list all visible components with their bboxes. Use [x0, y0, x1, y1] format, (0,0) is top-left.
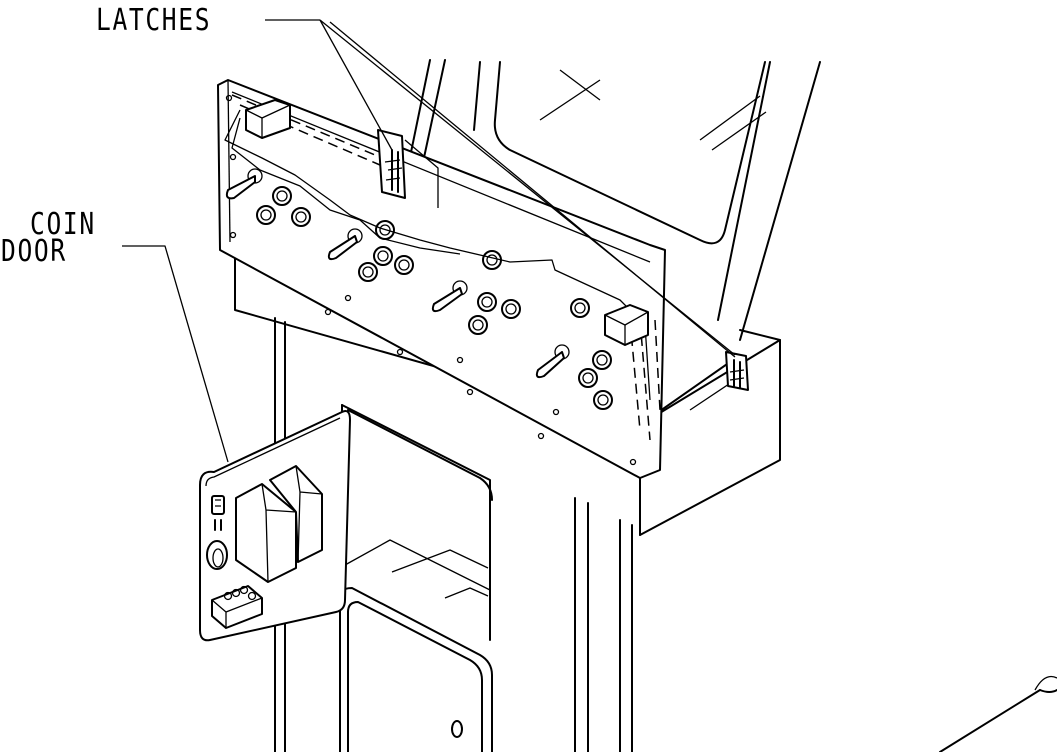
joystick-3 — [431, 280, 468, 313]
screw-holes — [225, 94, 637, 466]
coin-door-label-line2: DOOR — [1, 234, 67, 269]
buttons — [256, 186, 613, 410]
coin-door-label-line1: COIN — [30, 207, 96, 242]
coin-door — [199, 410, 351, 642]
latches-label: LATCHES — [96, 3, 212, 38]
joystick-4 — [535, 344, 570, 379]
control-panel-plate — [217, 79, 749, 479]
joystick-1 — [225, 168, 263, 200]
cabinet-body — [274, 317, 1057, 752]
joystick-2 — [327, 228, 363, 261]
leader-lines — [122, 19, 736, 463]
